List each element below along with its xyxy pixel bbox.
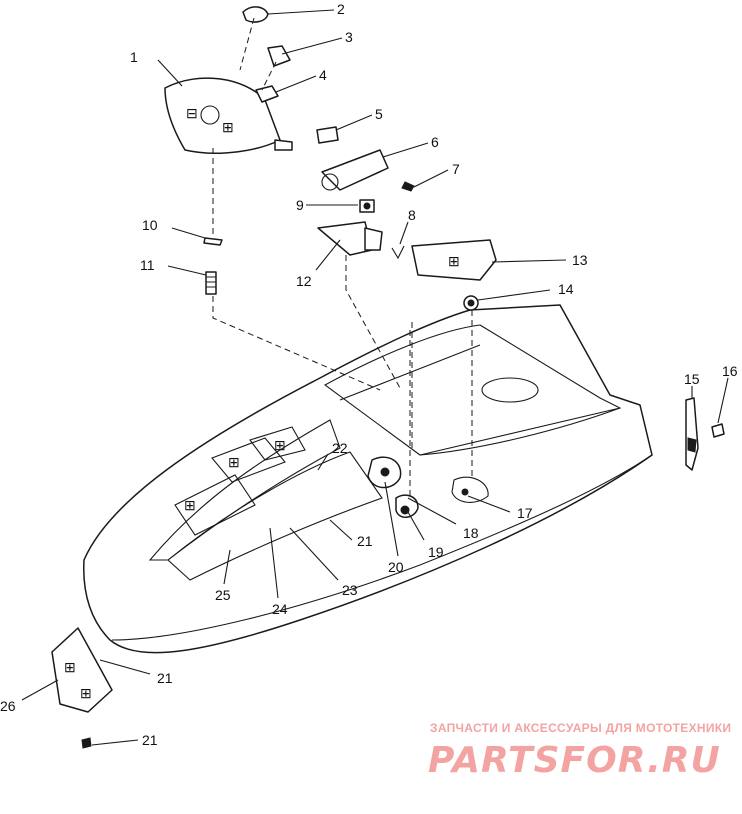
callout-3: 3: [345, 29, 353, 45]
callout-8: 8: [408, 207, 416, 223]
callout-14: 14: [558, 281, 574, 297]
spring-11: [205, 271, 217, 295]
callout-20: 20: [388, 559, 404, 575]
pin-10: [203, 237, 223, 246]
hood-panel: [83, 304, 653, 654]
screw-21-lower: [81, 737, 92, 749]
callout-21-lower: 21: [142, 732, 158, 748]
watermark-tagline: ЗАПЧАСТИ И АКСЕССУАРЫ ДЛЯ МОТОТЕХНИКИ: [430, 721, 731, 735]
svg-text:⊞: ⊞: [80, 685, 92, 701]
nut-9: [359, 199, 375, 213]
washer-17: [451, 476, 489, 503]
emblem-recess-top: ⊞: [249, 426, 306, 461]
clip-8: [391, 245, 405, 260]
callout-21-body: 21: [357, 533, 373, 549]
callout-17: 17: [517, 505, 533, 521]
callout-13: 13: [572, 252, 588, 268]
headlight-connector: [255, 85, 279, 103]
svg-text:⊞: ⊞: [64, 659, 76, 675]
bracket-12: [317, 221, 383, 256]
washer-20: [367, 456, 402, 489]
trim-panel-26: ⊞ ⊞: [51, 627, 113, 713]
callout-26: 26: [0, 698, 16, 714]
callout-16: 16: [722, 363, 738, 379]
callout-labels: 1 2 3 4 5 6 7 8 9 10 11 12 13 14 15 16 1…: [0, 1, 738, 748]
cover-13: ⊞: [411, 239, 497, 281]
screw-7: [401, 181, 415, 192]
callout-15: 15: [684, 371, 700, 387]
callout-6: 6: [431, 134, 439, 150]
svg-text:⊞: ⊞: [448, 253, 460, 269]
svg-text:⊟: ⊟: [186, 105, 198, 121]
washer-19: [395, 494, 419, 518]
svg-text:⊞: ⊞: [228, 454, 240, 470]
latch-15: [685, 397, 699, 471]
callout-12: 12: [296, 273, 312, 289]
callout-11: 11: [140, 257, 155, 273]
svg-text:⊞: ⊞: [184, 497, 196, 513]
callout-5: 5: [375, 106, 383, 122]
callout-22: 22: [332, 440, 348, 456]
pad-5: [316, 126, 339, 144]
callout-23: 23: [342, 582, 358, 598]
callout-25: 25: [215, 587, 231, 603]
assembly-lines: [212, 17, 473, 500]
callout-18: 18: [463, 525, 479, 541]
callout-10: 10: [142, 217, 158, 233]
callout-19: 19: [428, 544, 444, 560]
watermark: ЗАПЧАСТИ И АКСЕССУАРЫ ДЛЯ МОТОТЕХНИКИ PA…: [428, 721, 731, 781]
svg-text:⊞: ⊞: [222, 119, 234, 135]
emblem-recess-left: ⊞: [174, 474, 256, 536]
headlight-housing: ⊟ ⊞: [164, 77, 293, 155]
bracket-6: [321, 149, 389, 191]
emblem-recess-mid: ⊞: [211, 437, 286, 483]
headlight-bulb: [242, 6, 269, 23]
callout-9: 9: [296, 197, 304, 213]
svg-text:⊞: ⊞: [274, 437, 286, 453]
bulb-socket: [267, 45, 291, 67]
callout-4: 4: [319, 67, 327, 83]
leader-lines: [21, 9, 729, 746]
grommet-14: [463, 295, 479, 311]
callout-24: 24: [272, 601, 288, 617]
callout-7: 7: [452, 161, 460, 177]
callout-2: 2: [337, 1, 345, 17]
callout-1: 1: [130, 49, 138, 65]
callout-21-panel: 21: [157, 670, 173, 686]
watermark-brand: PARTSFOR.RU: [428, 740, 721, 781]
cap-16: [711, 423, 725, 438]
